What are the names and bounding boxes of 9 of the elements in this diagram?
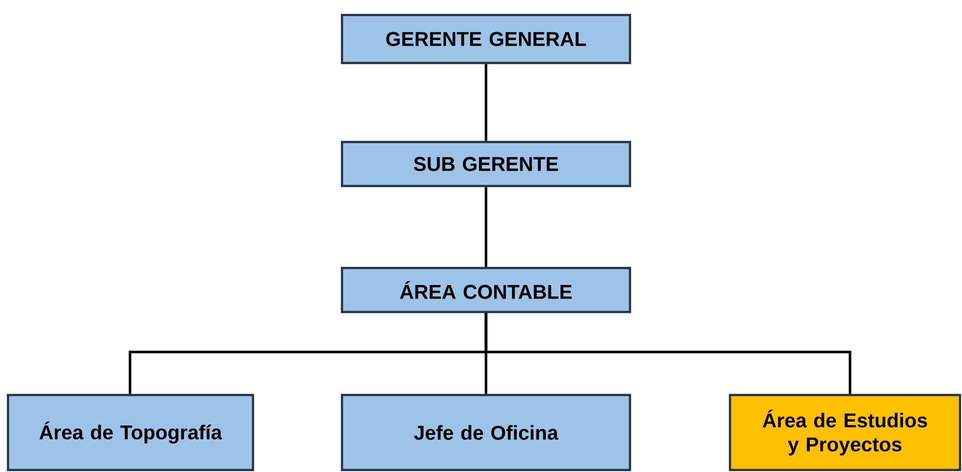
org-box: Jefe de Oficina — [340, 394, 632, 472]
org-box: Área de Estudios y Proyectos — [728, 394, 962, 472]
connector-line — [484, 313, 852, 394]
connector-line — [484, 64, 488, 141]
connector-line — [484, 187, 488, 267]
org-box: GERENTE GENERAL — [340, 14, 632, 64]
org-box: Área de Topografía — [6, 394, 254, 472]
org-box: ÁREA CONTABLE — [340, 266, 632, 314]
org-box: SUB GERENTE — [340, 140, 632, 188]
